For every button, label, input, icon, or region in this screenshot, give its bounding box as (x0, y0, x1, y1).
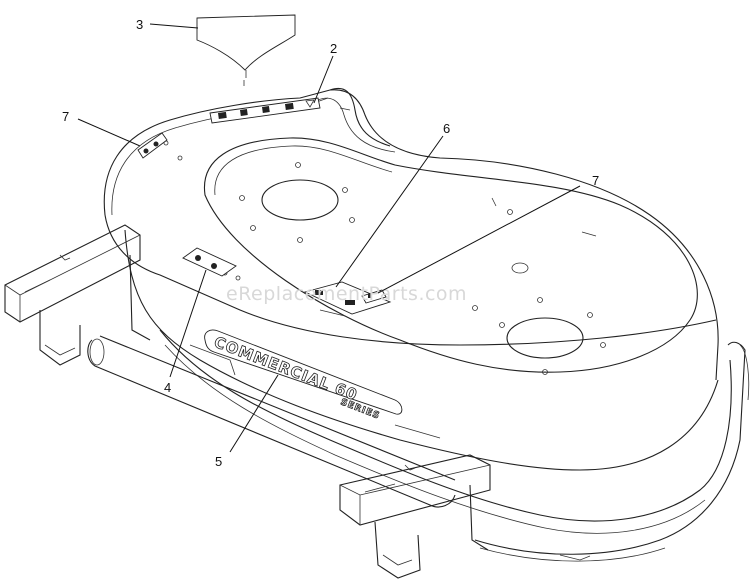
nameplate-line1: COMMERCIAL 60 (212, 333, 361, 404)
callout-label: 5 (215, 454, 222, 469)
callout-label: 4 (164, 380, 171, 395)
decal-3-triangle (196, 14, 296, 86)
decal-4-front (182, 247, 237, 277)
callout-label: 7 (592, 173, 599, 188)
decal-6-centre (303, 281, 392, 317)
callout-label: 7 (62, 109, 69, 124)
leader-lines (77, 23, 581, 453)
callout-label: 6 (443, 121, 450, 136)
callout-label: 3 (136, 17, 143, 32)
callout-label: 2 (330, 41, 337, 56)
decal-7-right (361, 289, 387, 304)
decal-7-upper-left (137, 132, 168, 159)
decal-2-warning-strip (209, 97, 321, 124)
mower-deck (4, 87, 750, 579)
watermark: eReplacementParts.com (226, 283, 467, 305)
